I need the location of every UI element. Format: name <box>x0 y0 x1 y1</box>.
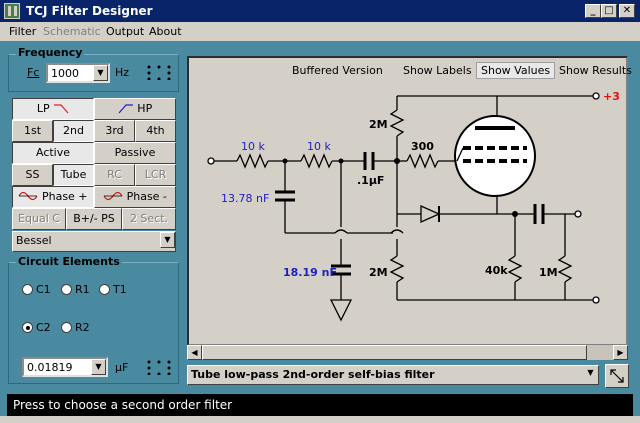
two-sect-button[interactable]: 2 Sect. <box>122 208 176 230</box>
scroll-right-icon[interactable]: ▶ <box>613 345 628 360</box>
menu-filter[interactable]: Filter <box>9 25 37 38</box>
app-icon[interactable] <box>4 3 20 19</box>
chevron-down-icon[interactable]: ▼ <box>160 232 175 248</box>
passive-button[interactable]: Passive <box>94 142 176 164</box>
fc-combo[interactable]: 1000 ▼ <box>46 63 110 83</box>
supply-label: +3 <box>603 90 620 103</box>
scroll-thumb[interactable] <box>202 345 587 360</box>
radio-r1[interactable]: R1 <box>61 283 90 296</box>
hp-label: HP <box>137 102 153 115</box>
load-resistor-label: 40k <box>485 264 508 277</box>
lowpass-icon <box>54 104 69 114</box>
close-button[interactable]: ✕ <box>619 4 635 18</box>
schematic-diagram: 10 k 10 k 13.78 nF .1µF 2M 300 6N1P 18.1… <box>207 90 620 322</box>
order-2nd-button[interactable]: 2nd <box>53 120 94 142</box>
chevron-down-icon[interactable]: ▼ <box>93 65 108 81</box>
order-1st-button[interactable]: 1st <box>12 120 53 142</box>
bplus-ps-button[interactable]: B+/- PS <box>66 208 122 230</box>
maximize-button[interactable]: □ <box>601 4 617 18</box>
resize-button[interactable] <box>605 364 629 388</box>
radio-c1[interactable]: C1 <box>22 283 51 296</box>
bias-resistor-label: 2M <box>369 266 388 279</box>
phase-plus-button[interactable]: Phase + <box>12 186 94 208</box>
show-results-button[interactable]: Show Results <box>559 64 632 77</box>
radio-c1-label: C1 <box>36 283 51 296</box>
phase-plus-label: Phase + <box>41 190 88 203</box>
show-values-button[interactable]: Show Values <box>476 62 556 79</box>
phase-minus-button[interactable]: Phase - <box>94 186 176 208</box>
radio-indicator-checked <box>22 322 33 333</box>
coupling-cap-label: .1µF <box>357 174 384 187</box>
inverted-sine-icon <box>103 191 123 201</box>
schematic-view[interactable]: 10 k 10 k 13.78 nF .1µF 2M 300 6N1P 18.1… <box>187 56 628 346</box>
grid-resistor-label: 2M <box>369 118 388 131</box>
response-value: Bessel <box>16 234 52 247</box>
show-labels-button[interactable]: Show Labels <box>403 64 472 77</box>
phase-minus-label: Phase - <box>126 190 167 203</box>
fc-label: Fc <box>27 66 40 79</box>
description-text: Tube low-pass 2nd-order self-bias filter <box>191 368 435 381</box>
chevron-down-icon[interactable]: ▼ <box>587 368 594 377</box>
radio-indicator <box>99 284 110 295</box>
output-resistor-label: 1M <box>539 266 558 279</box>
scroll-left-icon[interactable]: ◀ <box>187 345 202 360</box>
buffered-version-button[interactable]: Buffered Version <box>292 64 383 77</box>
circuit-elements-legend: Circuit Elements <box>16 255 122 268</box>
minimize-button[interactable]: _ <box>585 4 601 18</box>
fc-spinner-icon[interactable] <box>146 64 172 80</box>
chevron-down-icon[interactable]: ▼ <box>91 359 106 375</box>
frequency-legend: Frequency <box>16 46 85 59</box>
element-value-combo[interactable]: 0.01819 ▼ <box>22 357 108 377</box>
sine-icon <box>18 191 38 201</box>
horizontal-scrollbar[interactable]: ◀ ▶ <box>187 345 628 360</box>
status-bar: Press to choose a second order filter <box>7 394 633 416</box>
radio-c2-label: C2 <box>36 321 51 334</box>
tube-button[interactable]: Tube <box>53 164 94 186</box>
menu-bar: Filter Schematic Output About <box>0 22 640 41</box>
menu-output[interactable]: Output <box>106 25 145 38</box>
active-button[interactable]: Active <box>12 142 94 164</box>
element-spinner-icon[interactable] <box>146 359 172 375</box>
radio-t1[interactable]: T1 <box>99 283 127 296</box>
rc-button[interactable]: RC <box>94 164 135 186</box>
radio-indicator <box>22 284 33 295</box>
highpass-icon <box>118 104 133 114</box>
frequency-group <box>8 54 179 92</box>
element-value: 0.01819 <box>27 361 73 374</box>
order-3rd-button[interactable]: 3rd <box>94 120 135 142</box>
lp-button[interactable]: LP <box>12 98 94 120</box>
response-combo[interactable]: Bessel ▼ <box>12 231 176 252</box>
window-title: TCJ Filter Designer <box>26 4 153 18</box>
bottom-border <box>0 416 640 423</box>
series-resistor-label: 300 <box>411 140 434 153</box>
radio-c2[interactable]: C2 <box>22 321 51 334</box>
element-unit: µF <box>115 361 129 374</box>
fc-unit: Hz <box>115 66 130 79</box>
fc-value: 1000 <box>51 67 79 80</box>
r2-value-label: 10 k <box>307 140 331 153</box>
radio-indicator <box>61 322 72 333</box>
hp-button[interactable]: HP <box>94 98 176 120</box>
radio-indicator <box>61 284 72 295</box>
radio-r1-label: R1 <box>75 283 90 296</box>
r1-value-label: 10 k <box>241 140 265 153</box>
tube-label: 6N1P <box>477 171 508 185</box>
ss-button[interactable]: SS <box>12 164 53 186</box>
radio-t1-label: T1 <box>113 283 127 296</box>
menu-schematic[interactable]: Schematic <box>43 25 101 38</box>
c2-value-label: 18.19 nF <box>283 266 337 279</box>
description-combo[interactable]: Tube low-pass 2nd-order self-bias filter… <box>187 365 599 385</box>
menu-about[interactable]: About <box>149 25 182 38</box>
lcr-button[interactable]: LCR <box>135 164 176 186</box>
lp-label: LP <box>36 102 50 115</box>
radio-r2[interactable]: R2 <box>61 321 90 334</box>
order-4th-button[interactable]: 4th <box>135 120 176 142</box>
title-bar[interactable]: TCJ Filter Designer _ □ ✕ <box>0 0 640 22</box>
radio-r2-label: R2 <box>75 321 90 334</box>
resize-icon <box>610 369 624 383</box>
equal-c-button[interactable]: Equal C <box>12 208 66 230</box>
c1-value-label: 13.78 nF <box>221 192 269 205</box>
